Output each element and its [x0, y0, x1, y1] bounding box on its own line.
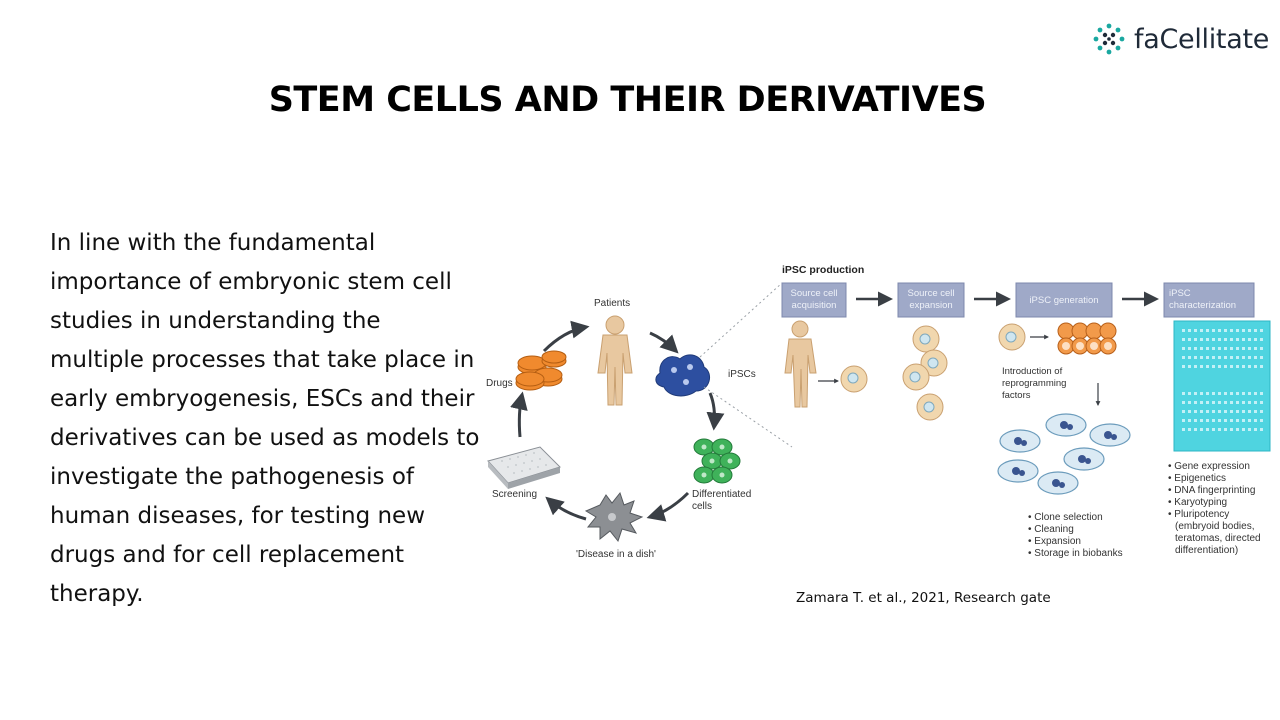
patient-figure — [597, 315, 633, 406]
characterization-bullet: • Karyotyping — [1168, 497, 1227, 508]
slide-title: STEM CELLS AND THEIR DERIVATIVES — [268, 80, 987, 120]
characterization-bullet: • DNA fingerprinting — [1168, 485, 1255, 496]
reprogramming-line3: factors — [1002, 390, 1031, 401]
step-expansion-line1: Source cell — [908, 288, 955, 299]
citation: Zamara T. et al., 2021, Research gate — [796, 590, 1051, 606]
cell-network-icon — [1093, 23, 1125, 55]
step-expansion-line2: expansion — [909, 300, 952, 311]
label-differentiated-line2: cells — [692, 501, 712, 512]
label-screening: Screening — [492, 489, 537, 500]
step-acquisition-line2: acquisition — [792, 300, 837, 311]
source-cell — [840, 365, 868, 393]
generation-bullet: • Clone selection — [1028, 512, 1103, 523]
reprogramming-line2: reprogramming — [1002, 378, 1066, 389]
step-generation-label: iPSC generation — [1029, 295, 1098, 306]
screening-plate — [487, 446, 561, 489]
characterization-bullets: • Gene expression • Epigenetics • DNA fi… — [1168, 461, 1261, 556]
brand-logo: faCellitate — [1092, 22, 1269, 56]
body-paragraph: In line with the fundamental importance … — [50, 230, 480, 607]
step-characterization-line1: iPSC — [1169, 288, 1191, 299]
step-acquisition-line1: Source cell — [791, 288, 838, 299]
differentiated-cells — [693, 438, 741, 484]
step-box-acquisition: Source cell acquisition — [781, 282, 847, 318]
step-box-characterization: iPSC characterization — [1163, 282, 1255, 318]
production-title: iPSC production — [782, 264, 864, 276]
ipsc-diagram: Patients iPSCs Differentiated cells 'Dis… — [486, 264, 1271, 560]
zoom-lines — [699, 282, 793, 448]
generation-bullet: • Expansion — [1028, 536, 1081, 547]
microarray-panel — [1173, 320, 1271, 452]
label-differentiated-line1: Differentiated — [692, 489, 751, 500]
generation-cells — [998, 322, 1117, 355]
generation-bullet: • Cleaning — [1028, 524, 1074, 535]
expansion-cells — [902, 325, 948, 421]
label-drugs: Drugs — [486, 378, 513, 389]
brand-name: faCellitate — [1134, 23, 1270, 55]
drug-discs — [515, 350, 567, 391]
label-ipscs: iPSCs — [728, 369, 756, 380]
characterization-bullet-cont: differentiation) — [1175, 545, 1238, 556]
generation-bullets: • Clone selection • Cleaning • Expansion… — [1028, 512, 1123, 559]
disease-in-a-dish — [584, 491, 644, 543]
ipsc-cluster — [655, 354, 711, 397]
source-patient-figure — [784, 320, 817, 408]
label-disease-in-a-dish: 'Disease in a dish' — [576, 549, 656, 560]
characterization-bullet: • Epigenetics — [1168, 473, 1226, 484]
generation-bullet: • Storage in biobanks — [1028, 548, 1123, 559]
step-characterization-line2: characterization — [1169, 300, 1236, 311]
step-box-generation: iPSC generation — [1015, 282, 1113, 318]
characterization-bullet-cont: teratomas, directed — [1175, 533, 1261, 544]
characterization-bullet-cont: (embryoid bodies, — [1175, 521, 1254, 532]
characterization-bullet: • Gene expression — [1168, 461, 1250, 472]
step-box-expansion: Source cell expansion — [897, 282, 965, 318]
characterization-bullet: • Pluripotency — [1168, 509, 1229, 520]
petri-dishes — [997, 413, 1131, 495]
cycle-arrows — [510, 320, 725, 522]
reprogramming-line1: Introduction of — [1002, 366, 1063, 377]
label-patients: Patients — [594, 298, 630, 309]
